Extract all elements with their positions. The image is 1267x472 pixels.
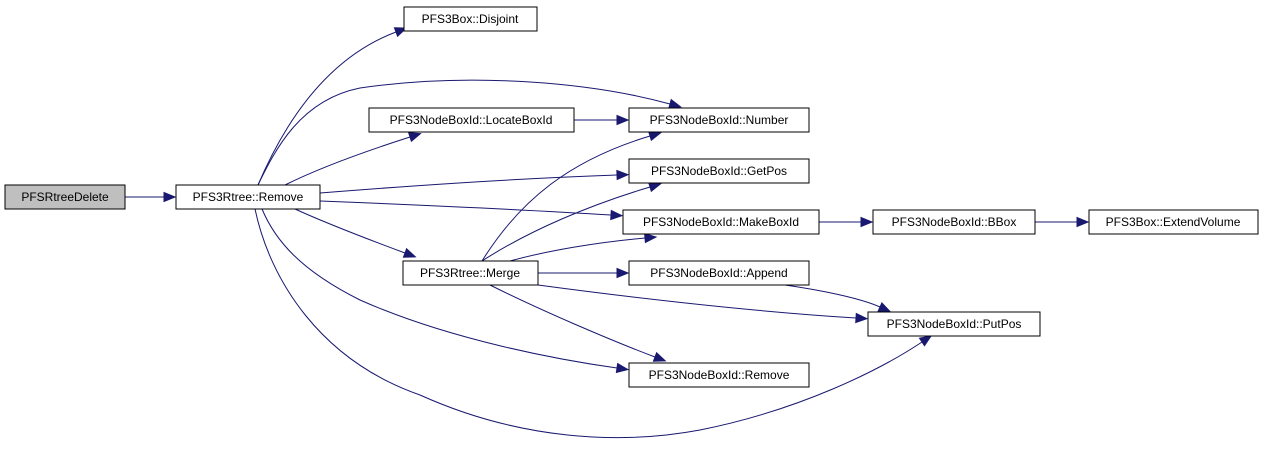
edge-line: [254, 208, 923, 439]
arrowhead-icon: [615, 362, 630, 374]
edge-line: [284, 136, 411, 186]
node-getpos[interactable]: PFS3NodeBoxId::GetPos: [628, 158, 810, 184]
arrowhead-icon: [668, 98, 682, 109]
arrowhead-icon: [860, 216, 874, 228]
edge-line: [481, 135, 651, 262]
node-nb-remove[interactable]: PFS3NodeBoxId::Remove: [628, 362, 810, 388]
node-merge[interactable]: PFS3Rtree::Merge: [402, 260, 539, 286]
edge-line: [319, 174, 618, 194]
node-bbox[interactable]: PFS3NodeBoxId::BBox: [872, 209, 1036, 235]
node-box-disjoint[interactable]: PFS3Box::Disjoint: [403, 6, 538, 32]
arrowhead-icon: [877, 302, 892, 313]
node-locateboxid[interactable]: PFS3NodeBoxId::LocateBoxId: [368, 107, 575, 133]
edge-rtree-remove-to-putpos: [254, 208, 933, 439]
arrowhead-icon: [652, 351, 667, 362]
arrowhead-icon: [610, 209, 624, 221]
node-append[interactable]: PFS3NodeBoxId::Append: [628, 260, 810, 286]
edge-append-to-putpos: [784, 284, 892, 313]
arrowhead-icon: [163, 191, 177, 203]
arrowhead-icon: [616, 114, 630, 126]
node-label-append: PFS3NodeBoxId::Append: [650, 266, 787, 280]
call-edges: [125, 27, 1090, 439]
edge-line: [261, 208, 618, 369]
edge-rtree-remove-to-nb-remove: [261, 208, 630, 374]
edge-line: [784, 284, 881, 308]
edge-line: [489, 284, 656, 358]
edge-rtree-remove-to-number: [257, 79, 682, 186]
node-label-putpos: PFS3NodeBoxId::PutPos: [887, 317, 1022, 331]
arrowhead-icon: [855, 312, 869, 324]
edge-line: [319, 200, 612, 216]
edge-merge-to-nb-remove: [489, 284, 667, 362]
edge-rtree-remove-to-makeboxid: [319, 200, 624, 221]
edge-line: [294, 208, 406, 254]
edge-line: [257, 31, 397, 186]
edge-rtree-remove-to-merge: [294, 208, 417, 258]
node-number[interactable]: PFS3NodeBoxId::Number: [628, 107, 810, 133]
node-pfsrtreedelete[interactable]: PFSRtreeDelete: [4, 184, 126, 210]
node-label-makeboxid: PFS3NodeBoxId::MakeBoxId: [643, 215, 799, 229]
edge-rtree-remove-to-locateboxid: [284, 132, 422, 186]
arrowhead-icon: [1076, 216, 1090, 228]
arrowhead-icon: [616, 169, 630, 181]
node-label-merge: PFS3Rtree::Merge: [420, 266, 520, 280]
node-putpos[interactable]: PFS3NodeBoxId::PutPos: [867, 311, 1041, 337]
edge-merge-to-getpos: [481, 182, 662, 262]
arrowhead-icon: [616, 267, 630, 279]
node-label-number: PFS3NodeBoxId::Number: [650, 113, 789, 127]
edge-locateboxid-to-number: [574, 114, 630, 126]
arrowhead-icon: [644, 232, 658, 244]
node-makeboxid[interactable]: PFS3NodeBoxId::MakeBoxId: [622, 209, 820, 235]
node-label-bbox: PFS3NodeBoxId::BBox: [892, 215, 1017, 229]
edge-merge-to-number: [481, 131, 662, 262]
node-rtree-remove[interactable]: PFS3Rtree::Remove: [175, 184, 321, 210]
call-nodes: PFSRtreeDelete PFS3Rtree::Remove PFS3Box…: [4, 6, 1259, 388]
edge-rtree-remove-to-getpos: [319, 169, 630, 194]
arrowhead-icon: [402, 247, 417, 258]
node-label-box-disjoint: PFS3Box::Disjoint: [422, 12, 519, 26]
node-label-locateboxid: PFS3NodeBoxId::LocateBoxId: [390, 113, 553, 127]
node-label-getpos: PFS3NodeBoxId::GetPos: [651, 164, 787, 178]
edge-line: [537, 284, 857, 319]
arrowhead-icon: [393, 27, 408, 38]
arrowhead-icon: [648, 182, 662, 193]
edge-merge-to-putpos: [537, 284, 869, 324]
edge-line: [481, 186, 651, 262]
arrowhead-icon: [407, 132, 422, 143]
edge-line: [509, 237, 646, 262]
node-label-nb-remove: PFS3NodeBoxId::Remove: [649, 368, 790, 382]
edge-bbox-to-extendvolume: [1035, 216, 1090, 228]
node-label-extendvolume: PFS3Box::ExtendVolume: [1106, 215, 1241, 229]
edge-merge-to-append: [538, 267, 630, 279]
arrowhead-icon: [918, 335, 933, 347]
node-label-rtree-remove: PFS3Rtree::Remove: [193, 190, 304, 204]
edge-makeboxid-to-bbox: [819, 216, 874, 228]
edge-rtree-remove-to-box-disjoint: [257, 27, 408, 186]
arrowhead-icon: [648, 131, 662, 142]
node-label-pfsrtreedelete: PFSRtreeDelete: [21, 190, 109, 204]
edge-merge-to-makeboxid: [509, 232, 658, 262]
edge-line: [257, 79, 671, 186]
edge-pfsrtreedelete-to-rtree-remove: [125, 191, 177, 203]
node-extendvolume[interactable]: PFS3Box::ExtendVolume: [1088, 209, 1259, 235]
